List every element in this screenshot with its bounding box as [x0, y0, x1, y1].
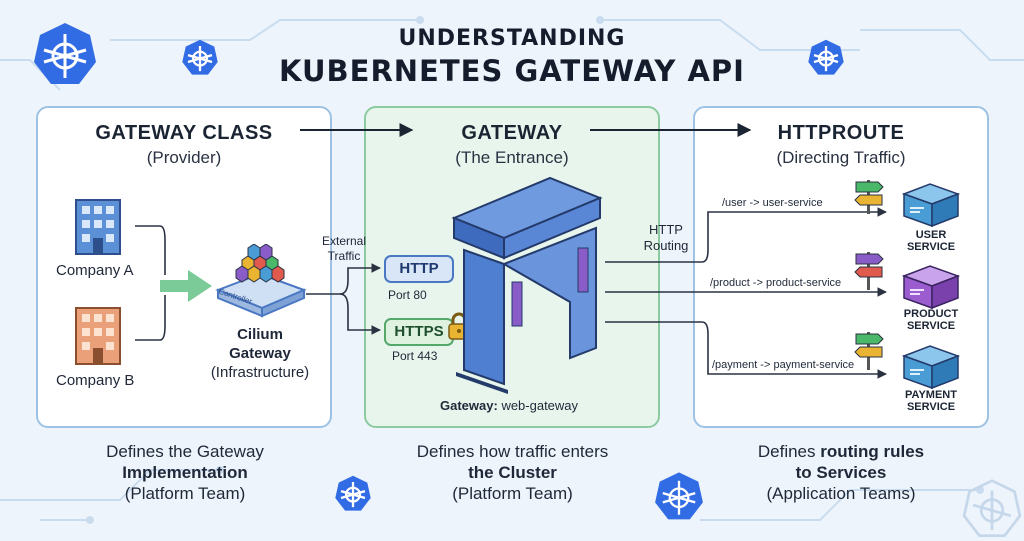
cilium-gateway-line1: Cilium	[237, 326, 283, 343]
product-service-label-line2: SERVICE	[906, 320, 956, 332]
footer-gateway-class: Defines the Gateway Implementation (Plat…	[60, 441, 310, 504]
footer-line-bold: the Cluster	[468, 463, 557, 482]
footer-line: (Platform Team)	[452, 484, 573, 503]
kubernetes-logo-watermark-icon	[962, 479, 1022, 537]
cilium-gateway-line2: Gateway	[229, 345, 291, 362]
cilium-gateway-role: (Infrastructure)	[210, 364, 310, 381]
signpost-icon	[854, 180, 884, 214]
footer-line: Defines the Gateway	[106, 442, 264, 461]
building-icon	[75, 199, 121, 255]
footer-line: Defines how traffic enters	[416, 442, 609, 461]
footer-line-plain: Defines	[757, 442, 821, 461]
gateway-name-value: web-gateway	[501, 398, 579, 413]
arch-gateway-icon	[451, 176, 603, 394]
signpost-icon	[854, 252, 884, 290]
user-service-label-line2: SERVICE	[906, 241, 956, 253]
route-rule-user: /user -> user-service	[722, 197, 823, 209]
footer-line: (Platform Team)	[124, 484, 246, 503]
signpost-icon	[854, 332, 884, 370]
footer-line-bold: routing rules	[820, 442, 925, 461]
footer-httproute: Defines routing rules to Services (Appli…	[716, 441, 966, 504]
company-b-label: Company B	[56, 372, 135, 389]
panel-heading: GATEWAY	[461, 122, 563, 144]
https-port-label: Port 443	[392, 349, 438, 363]
panel-subheading: (The Entrance)	[455, 148, 569, 167]
footer-line-bold: Implementation	[122, 463, 248, 482]
route-rule-payment: /payment -> payment-service	[712, 359, 855, 371]
route-rule-product: /product -> product-service	[710, 277, 842, 289]
kubernetes-logo-icon	[808, 39, 844, 75]
kubernetes-logo-icon	[34, 23, 96, 84]
http-routing-line1: HTTP	[649, 222, 683, 237]
service-cube-icon	[901, 345, 961, 390]
gateway-name-label: Gateway: web-gateway	[440, 398, 578, 413]
footer-line-bold: to Services	[795, 463, 887, 482]
panel-heading: GATEWAY CLASS	[95, 122, 273, 144]
payment-service-label-line1: PAYMENT	[905, 389, 957, 401]
kubernetes-logo-icon	[655, 472, 703, 520]
kubernetes-logo-icon	[335, 475, 371, 511]
gateway-name-prefix: Gateway:	[440, 398, 498, 413]
kubernetes-logo-icon	[182, 39, 218, 75]
footer-line: (Application Teams)	[766, 484, 916, 503]
controller-chip-icon	[215, 244, 307, 318]
panel-heading: HTTPROUTE	[777, 122, 905, 144]
building-icon	[75, 307, 121, 365]
footer-line: Defines routing rules	[716, 441, 966, 462]
http-port-label: Port 80	[388, 288, 427, 302]
payment-service-label-line2: SERVICE	[906, 401, 956, 413]
page-title-line2: KUBERNETES GATEWAY API	[279, 54, 745, 88]
http-port-badge: HTTP	[384, 255, 454, 283]
service-cube-icon	[901, 183, 961, 228]
service-cube-icon	[901, 265, 961, 310]
gateway-class-panel: GATEWAY CLASS (Provider)	[36, 106, 332, 428]
external-traffic-line1: External	[321, 234, 367, 248]
external-traffic-line2: Traffic	[327, 249, 361, 263]
footer-gateway: Defines how traffic enters the Cluster (…	[385, 441, 640, 504]
https-port-badge: HTTPS	[384, 318, 454, 346]
panel-subheading: (Directing Traffic)	[776, 148, 906, 167]
panel-subheading: (Provider)	[146, 148, 222, 167]
page-title-line1: UNDERSTANDING	[398, 26, 626, 51]
user-service-label-line1: USER	[915, 229, 947, 241]
product-service-label-line1: PRODUCT	[903, 308, 959, 320]
http-routing-line2: Routing	[643, 238, 689, 253]
company-a-label: Company A	[56, 262, 134, 279]
